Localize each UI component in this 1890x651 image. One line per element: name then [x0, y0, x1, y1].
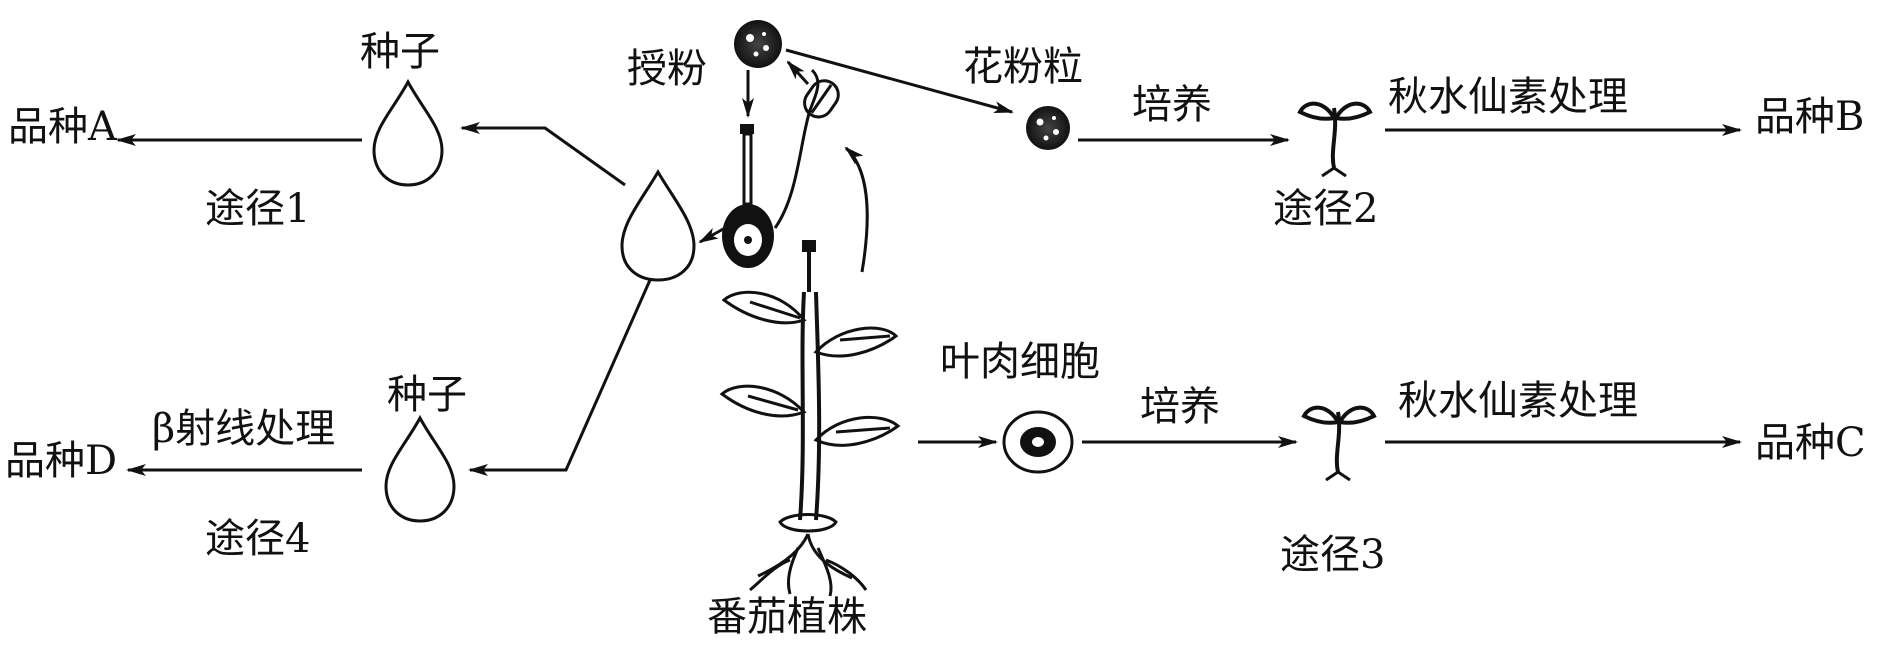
pollen-grain-icon: [734, 20, 782, 68]
variety-a-label: 品种A: [8, 104, 118, 150]
anther-stalk-line: [773, 68, 820, 229]
route-3-label: 途径3: [1280, 532, 1385, 578]
colchicine-bottom-label: 秋水仙素处理: [1398, 378, 1638, 424]
culture-bottom-label: 培养: [1140, 384, 1220, 430]
seedling-icon: [1297, 101, 1373, 178]
pollination-label: 授粉: [627, 46, 707, 92]
pistil-icon: [722, 124, 774, 268]
arrow-fruit-to-seed-bottom: [468, 279, 652, 476]
variety-b-label: 品种B: [1755, 94, 1864, 140]
mesophyll-cell-icon: [1002, 410, 1074, 474]
arrow-plant-to-anther: [844, 146, 869, 273]
culture-top-label: 培养: [1132, 82, 1212, 128]
pollen-grain-icon: [1026, 106, 1070, 150]
route-2-label: 途径2: [1273, 186, 1378, 232]
variety-c-label: 品种C: [1755, 420, 1866, 466]
seed-top-label: 种子: [360, 29, 440, 75]
route-1-label: 途径1: [205, 186, 310, 232]
arrow-pollen-to-pollen-grain: [785, 48, 1014, 114]
seed-bottom-label: 种子: [387, 372, 467, 418]
arrow-fruit-to-seed-top: [460, 122, 626, 187]
seed-icon: [620, 168, 696, 282]
anther-icon: [803, 79, 840, 119]
colchicine-top-label: 秋水仙素处理: [1388, 74, 1628, 120]
seed-icon: [384, 414, 456, 523]
seed-icon: [372, 78, 444, 187]
seedling-icon: [1301, 405, 1377, 482]
arrow-anther-to-pollen: [786, 60, 810, 86]
route-4-label: 途径4: [205, 516, 310, 562]
tomato-plant-label: 番茄植株: [707, 594, 867, 640]
arrow-pistil-to-fruit: [698, 226, 726, 244]
tomato-plant-icon: [719, 240, 901, 597]
mesophyll-cell-label: 叶肉细胞: [940, 339, 1100, 385]
beta-ray-label: β射线处理: [152, 406, 335, 452]
variety-d-label: 品种D: [5, 438, 117, 484]
pollen-grain-label: 花粉粒: [963, 44, 1083, 90]
